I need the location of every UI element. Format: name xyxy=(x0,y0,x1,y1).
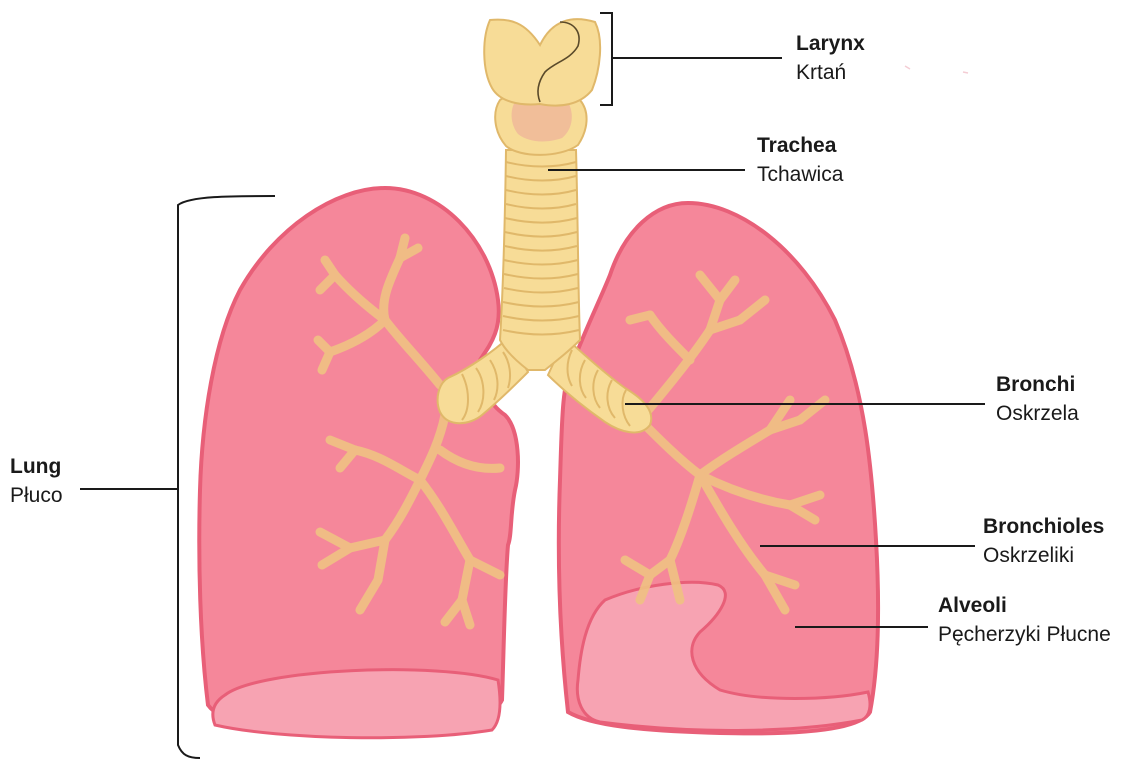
bronchi-label-pl: Oskrzela xyxy=(996,399,1079,429)
alveoli-label-pl: Pęcherzyki Płucne xyxy=(938,620,1111,650)
right-lung xyxy=(559,203,878,733)
trachea-label-en: Trachea xyxy=(757,132,843,160)
bronchioles-label-en: Bronchioles xyxy=(983,513,1104,541)
left-lung-body xyxy=(199,188,518,733)
lung-label: Lung Płuco xyxy=(10,453,63,511)
larynx-label-en: Larynx xyxy=(796,30,865,58)
trachea-label: Trachea Tchawica xyxy=(757,132,843,190)
stray-marks xyxy=(905,66,968,73)
alveoli-label-en: Alveoli xyxy=(938,592,1111,620)
larynx-label: Larynx Krtań xyxy=(796,30,865,88)
larynx-label-pl: Krtań xyxy=(796,58,865,88)
trachea-label-pl: Tchawica xyxy=(757,160,843,190)
alveoli-label: Alveoli Pęcherzyki Płucne xyxy=(938,592,1111,650)
lung-label-pl: Płuco xyxy=(10,481,63,511)
bronchioles-label-pl: Oskrzeliki xyxy=(983,541,1104,571)
thyroid-cartilage xyxy=(484,19,600,106)
bronchi-label: Bronchi Oskrzela xyxy=(996,371,1079,429)
lung-label-en: Lung xyxy=(10,453,63,481)
bronchi-label-en: Bronchi xyxy=(996,371,1079,399)
larynx xyxy=(484,19,600,155)
trachea xyxy=(500,150,580,370)
bronchioles-label: Bronchioles Oskrzeliki xyxy=(983,513,1104,571)
trachea-tube xyxy=(500,150,580,370)
larynx-bracket xyxy=(600,13,612,105)
